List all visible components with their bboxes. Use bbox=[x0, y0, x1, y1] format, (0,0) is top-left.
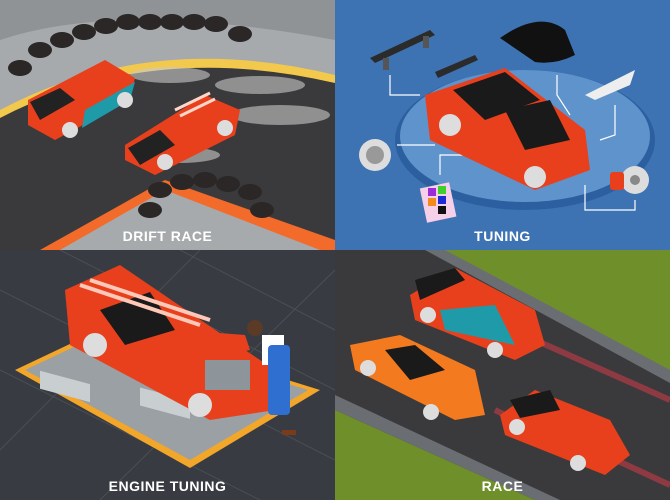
drift-race-illustration bbox=[0, 14, 335, 250]
smoke-icon bbox=[130, 67, 330, 163]
panel-engine-tuning: ENGINE TUNING bbox=[0, 250, 335, 500]
caption-tuning: TUNING bbox=[474, 228, 531, 244]
race-car-3-icon bbox=[500, 390, 630, 475]
tuning-car-icon bbox=[425, 55, 590, 190]
caption-engine-tuning: ENGINE TUNING bbox=[108, 478, 227, 494]
tuning-illustration bbox=[359, 21, 655, 223]
spoiler-icon bbox=[370, 30, 435, 70]
color-swatch-icon bbox=[419, 182, 457, 223]
connector-lines bbox=[389, 75, 636, 211]
caption-drift-race: DRIFT RACE bbox=[122, 228, 213, 244]
engine-tuning-illustration bbox=[0, 250, 335, 500]
mechanic-icon bbox=[247, 320, 296, 435]
race-car-2-icon bbox=[350, 335, 485, 420]
panel-drift-race: DRIFT RACE bbox=[0, 0, 335, 250]
bumper-icon bbox=[585, 70, 635, 100]
panel-race: RACE bbox=[335, 250, 670, 500]
car-drift-1-icon bbox=[28, 60, 135, 140]
car-spoiler bbox=[435, 55, 478, 78]
race-illustration bbox=[335, 250, 670, 500]
tire-stack-icon bbox=[8, 14, 274, 218]
panel-tuning: TUNING bbox=[335, 0, 670, 250]
hood-icon bbox=[500, 21, 575, 63]
engine-block-icon bbox=[205, 360, 250, 390]
open-hood bbox=[180, 330, 250, 365]
caption-race: RACE bbox=[481, 478, 524, 494]
car-drift-2-icon bbox=[125, 91, 240, 175]
brake-disc-icon bbox=[610, 166, 649, 194]
engine-car-icon bbox=[65, 265, 275, 420]
race-car-1-icon bbox=[410, 268, 545, 360]
